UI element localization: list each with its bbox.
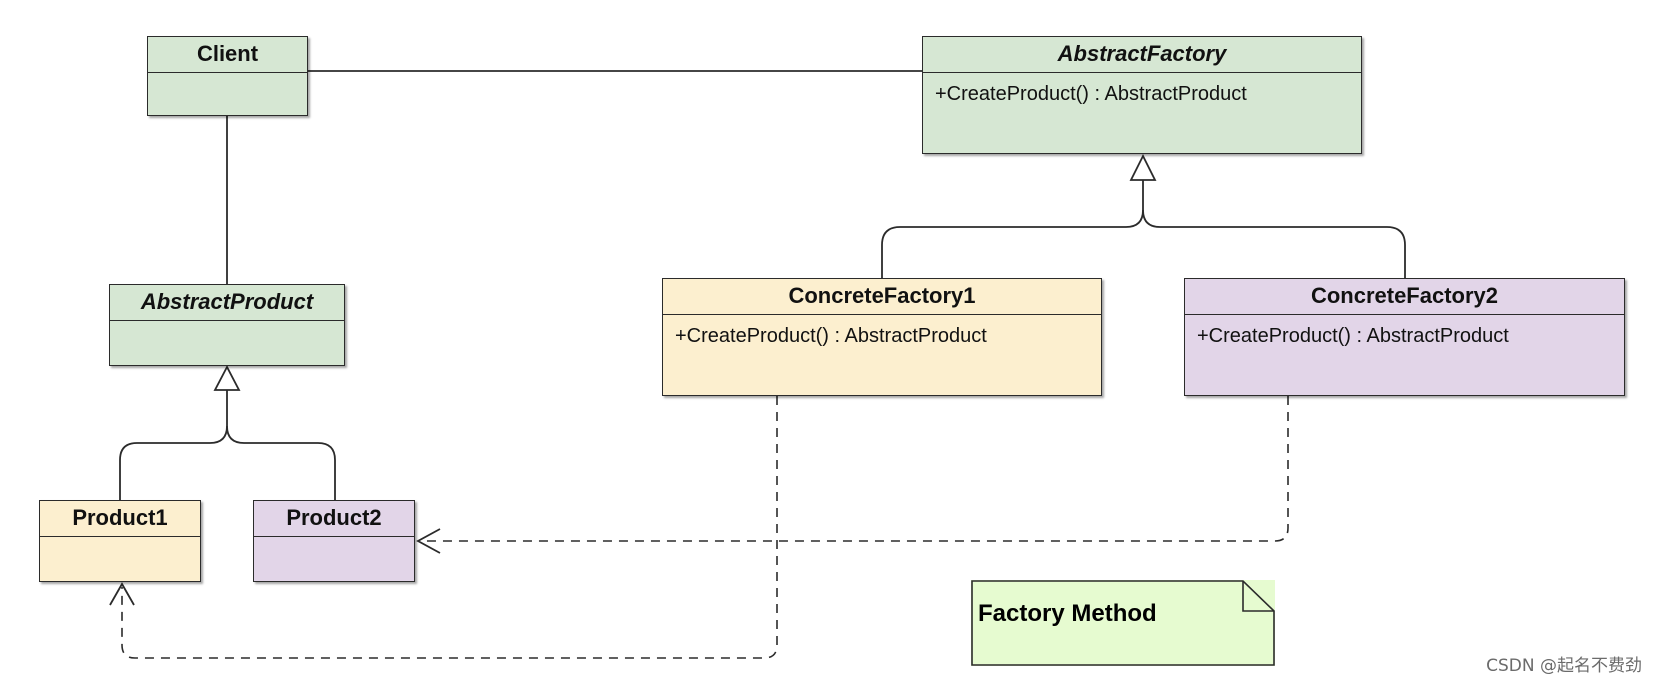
class-abstract-factory-method: +CreateProduct() : AbstractProduct xyxy=(935,83,1247,105)
class-concrete-factory-2-method: +CreateProduct() : AbstractProduct xyxy=(1197,325,1509,347)
class-client: Client xyxy=(147,36,308,116)
class-abstract-factory: AbstractFactory +CreateProduct() : Abstr… xyxy=(922,36,1362,154)
class-abstract-factory-name: AbstractFactory xyxy=(923,37,1361,73)
generalization-arrowhead-factory xyxy=(1129,153,1157,181)
class-product-1-name: Product1 xyxy=(40,501,200,537)
generalization-products xyxy=(119,390,228,500)
class-client-name: Client xyxy=(148,37,307,73)
class-concrete-factory-2: ConcreteFactory2 +CreateProduct() : Abst… xyxy=(1184,278,1625,396)
class-concrete-factory-1: ConcreteFactory1 +CreateProduct() : Abst… xyxy=(662,278,1102,396)
class-concrete-factory-1-name: ConcreteFactory1 xyxy=(663,279,1101,315)
class-concrete-factory-2-name: ConcreteFactory2 xyxy=(1185,279,1624,315)
class-abstract-product: AbstractProduct xyxy=(109,284,345,366)
dependency-factory2-product2 xyxy=(420,396,1289,542)
dependency-arrowhead-product1 xyxy=(109,582,135,606)
dependency-arrowhead-product2 xyxy=(416,528,441,554)
class-concrete-factory-1-method: +CreateProduct() : AbstractProduct xyxy=(675,325,987,347)
note-shape xyxy=(971,580,1275,666)
note-factory-method: Factory Method xyxy=(971,580,1275,666)
class-product-1: Product1 xyxy=(39,500,201,582)
generalization-factories xyxy=(881,180,1144,278)
dependency-factory1-product1 xyxy=(121,396,778,659)
class-product-2-name: Product2 xyxy=(254,501,414,537)
class-abstract-product-name: AbstractProduct xyxy=(110,285,344,321)
note-text: Factory Method xyxy=(978,600,1157,627)
class-product-2: Product2 xyxy=(253,500,415,582)
generalization-arrowhead-product xyxy=(213,365,241,391)
watermark: CSDN @起名不费劲 xyxy=(1486,656,1642,676)
